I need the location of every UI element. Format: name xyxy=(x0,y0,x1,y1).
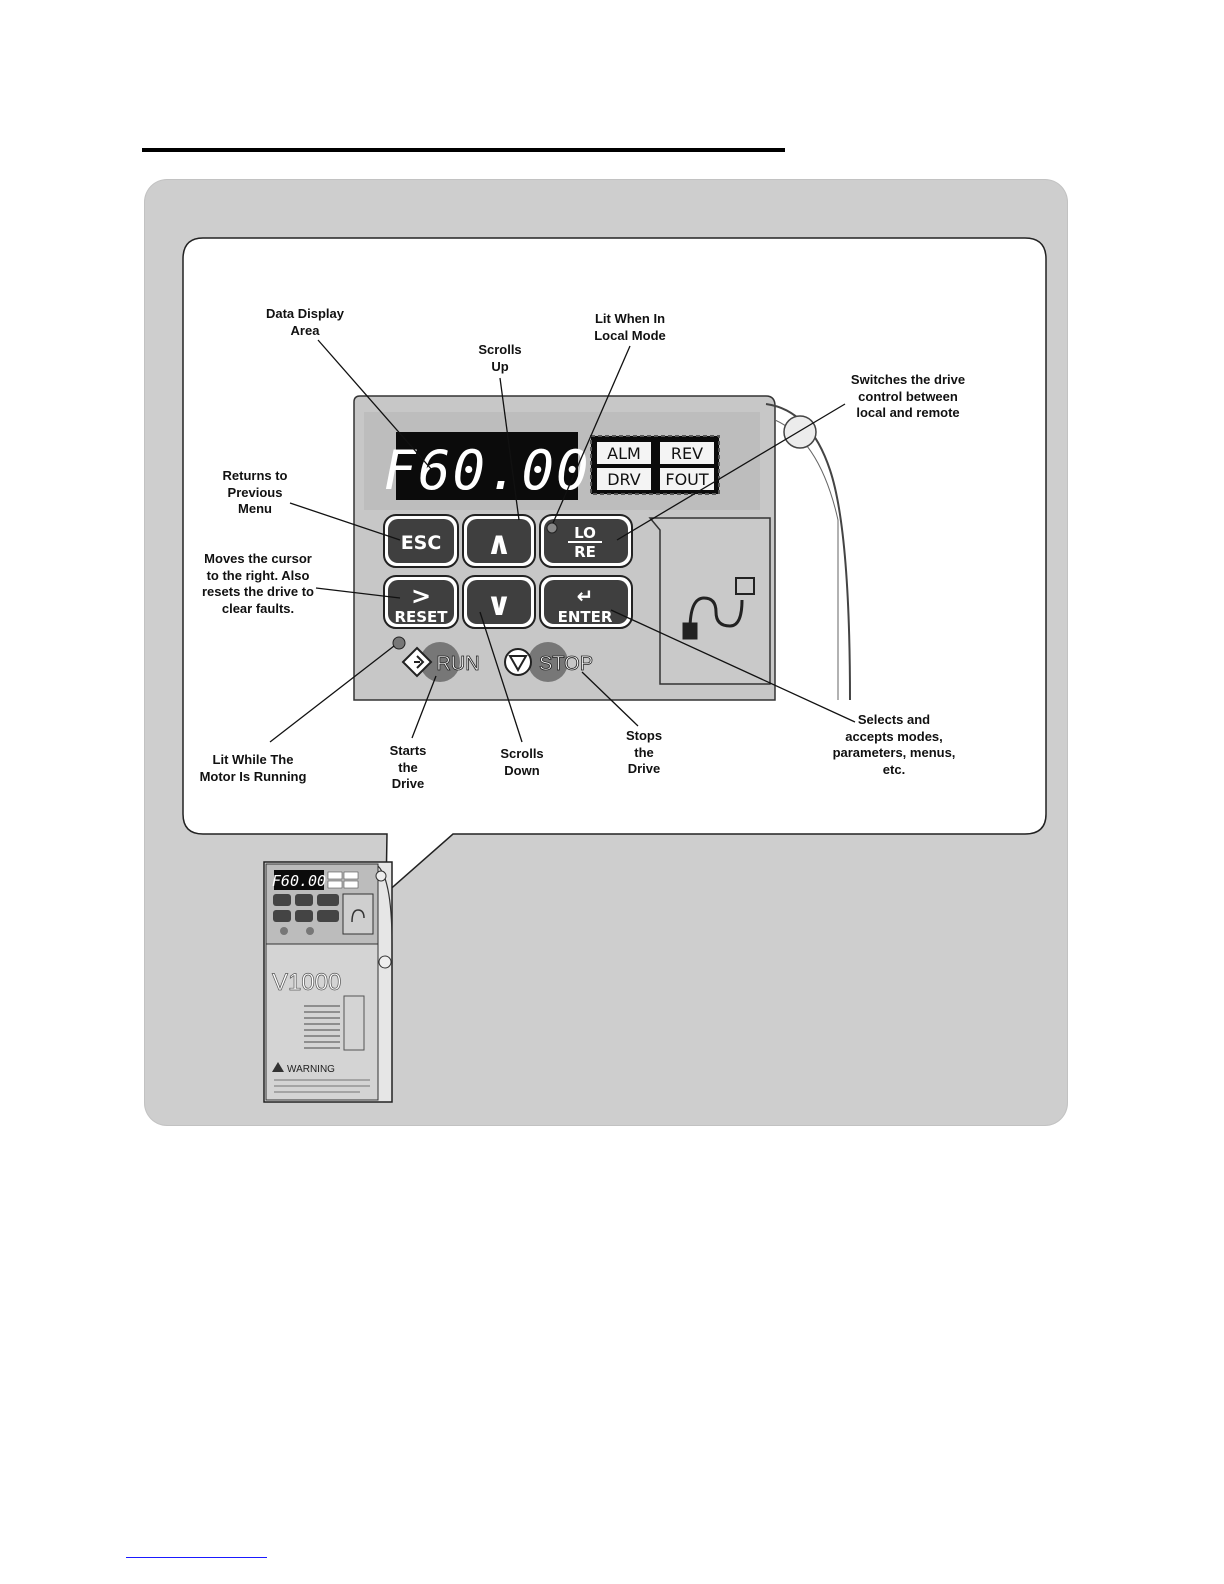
indicator-alm: ALM xyxy=(597,442,651,464)
up-arrow-button[interactable]: ∧ xyxy=(463,515,535,567)
display-value: F60.00 xyxy=(383,439,590,502)
callout-down: Scrolls Down xyxy=(480,746,564,779)
callout-enter: Selects and accepts modes, parameters, m… xyxy=(814,712,974,778)
esc-button[interactable]: ESC xyxy=(384,515,458,567)
svg-text:RUN: RUN xyxy=(436,653,479,675)
indicator-drv: DRV xyxy=(597,468,651,490)
callout-stop: Stops the Drive xyxy=(604,728,684,778)
lo-re-button[interactable]: LO RE xyxy=(540,515,632,567)
svg-text:STOP: STOP xyxy=(539,653,593,675)
enter-icon: ↵ xyxy=(577,584,594,608)
callout-lo-re-switch: Switches the drive control between local… xyxy=(822,372,994,422)
reset-button[interactable]: > RESET xyxy=(384,576,458,628)
svg-text:RE: RE xyxy=(574,543,596,561)
local-mode-led xyxy=(547,523,557,533)
svg-text:ESC: ESC xyxy=(401,532,442,554)
enter-button[interactable]: ↵ ENTER xyxy=(540,576,632,628)
down-arrow-icon: ∨ xyxy=(486,585,512,623)
indicator-rev: REV xyxy=(660,442,714,464)
callout-reset: Moves the cursor to the right. Also rese… xyxy=(186,551,330,617)
down-arrow-button[interactable]: ∨ xyxy=(463,576,535,628)
svg-text:ENTER: ENTER xyxy=(558,608,613,626)
svg-text:LO: LO xyxy=(574,524,596,542)
drive-thumbnail: F60.00 V1000 WARNING xyxy=(264,862,392,1102)
svg-text:DRV: DRV xyxy=(607,470,641,489)
callout-scrolls-up: Scrolls Up xyxy=(450,342,550,375)
svg-text:FOUT: FOUT xyxy=(665,470,709,489)
thumbnail-model: V1000 xyxy=(272,969,341,996)
svg-text:ALM: ALM xyxy=(607,444,641,463)
footer-link-underline xyxy=(126,1557,267,1558)
right-arrow-icon: > xyxy=(411,582,431,610)
thumbnail-warning: WARNING xyxy=(287,1064,335,1075)
svg-text:RESET: RESET xyxy=(394,608,448,626)
stop-icon xyxy=(505,649,531,675)
thumbnail-display-value: F60.00 xyxy=(272,872,326,890)
callout-run-led: Lit While The Motor Is Running xyxy=(188,752,318,785)
callout-data-display: Data Display Area xyxy=(240,306,370,339)
run-led xyxy=(393,637,405,649)
callout-run: Starts the Drive xyxy=(370,743,446,793)
callout-esc: Returns to Previous Menu xyxy=(200,468,310,518)
callout-lit-local-mode: Lit When In Local Mode xyxy=(570,311,690,344)
svg-text:REV: REV xyxy=(671,444,703,463)
up-arrow-icon: ∧ xyxy=(486,524,512,562)
